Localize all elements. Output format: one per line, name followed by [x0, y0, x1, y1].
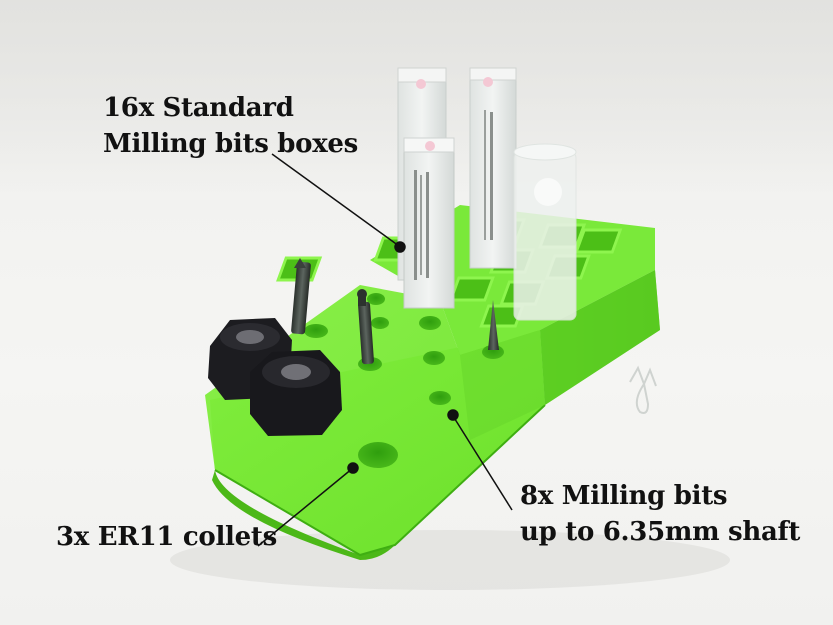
- milling-bit-boxes: [397, 67, 577, 321]
- annotation-leader-lines: [257, 153, 513, 547]
- annotation-collets-line1: 3x ER11 collets: [56, 522, 277, 552]
- annotation-bits-label: 8x Milling bits up to 6.35mm shaft: [520, 478, 800, 550]
- annotation-boxes-line1: 16x Standard: [103, 93, 294, 123]
- milling-bits: [291, 258, 499, 365]
- annotation-collets-label: 3x ER11 collets: [56, 519, 277, 555]
- annotation-bits-line2: up to 6.35mm shaft: [520, 517, 801, 547]
- annotation-boxes-line2: Milling bits boxes: [103, 129, 358, 159]
- logo-watermark-icon: [629, 365, 657, 414]
- bit-holes: [304, 293, 504, 468]
- annotation-bits-line1: 8x Milling bits: [520, 481, 728, 511]
- annotation-boxes-label: 16x Standard Milling bits boxes: [103, 90, 358, 162]
- er11-collets: [208, 318, 342, 436]
